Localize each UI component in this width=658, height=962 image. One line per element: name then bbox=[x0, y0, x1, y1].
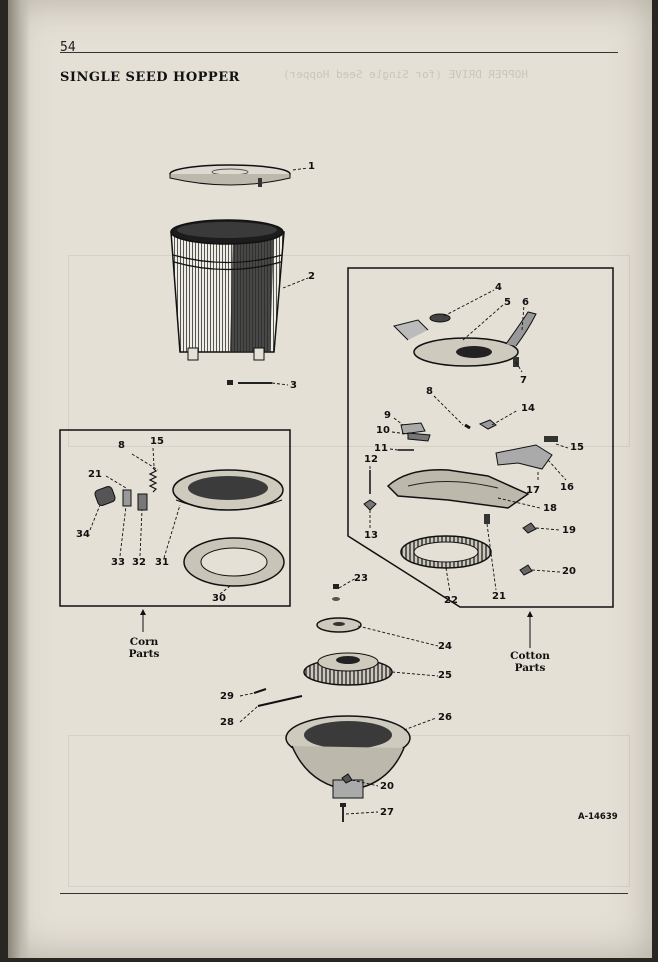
callout-27: 27 bbox=[380, 807, 394, 818]
callout-12: 12 bbox=[364, 454, 378, 465]
callout-6: 6 bbox=[522, 297, 529, 308]
page-number: 54 bbox=[60, 40, 76, 55]
callout-15-corn: 15 bbox=[150, 436, 164, 447]
callout-26: 26 bbox=[438, 712, 452, 723]
callout-11: 11 bbox=[374, 443, 388, 454]
callout-19: 19 bbox=[562, 525, 576, 536]
callout-34: 34 bbox=[76, 529, 90, 540]
callout-10: 10 bbox=[376, 425, 390, 436]
corn-parts-label: Corn Parts bbox=[114, 636, 174, 660]
callout-7: 7 bbox=[520, 375, 527, 386]
corn-label-line1: Corn bbox=[129, 636, 159, 648]
callout-21-corn: 21 bbox=[88, 469, 102, 480]
callout-2: 2 bbox=[308, 271, 315, 282]
callout-20-bottom: 20 bbox=[380, 781, 394, 792]
catalog-page: 54 SINGLE SEED HOPPER HOPPER DRIVE (for … bbox=[8, 0, 652, 958]
page-title: SINGLE SEED HOPPER bbox=[60, 70, 240, 85]
callout-32: 32 bbox=[132, 557, 146, 568]
part-23-screw bbox=[332, 584, 340, 601]
figure-id: A-14639 bbox=[578, 812, 618, 822]
callout-18: 18 bbox=[543, 503, 557, 514]
callout-25: 25 bbox=[438, 670, 452, 681]
part-25-drive-gear bbox=[303, 652, 393, 686]
bottom-rule bbox=[60, 893, 628, 894]
part-1-hopper-lid bbox=[169, 164, 291, 187]
bleed-through-table bbox=[68, 255, 630, 447]
callout-16: 16 bbox=[560, 482, 574, 493]
cotton-parts-label: Cotton Parts bbox=[500, 650, 560, 674]
corn-label-line2: Parts bbox=[128, 648, 160, 660]
callout-8-corn: 8 bbox=[118, 440, 125, 451]
callout-1: 1 bbox=[308, 161, 315, 172]
callout-13: 13 bbox=[364, 530, 378, 541]
callout-5: 5 bbox=[504, 297, 511, 308]
leader-lines bbox=[89, 167, 569, 815]
part-26-hopper-bottom bbox=[285, 715, 411, 799]
cotton-label-line2: Parts bbox=[514, 662, 546, 674]
callout-31: 31 bbox=[155, 557, 169, 568]
cotton-parts-box bbox=[347, 267, 614, 608]
callout-8-cotton: 8 bbox=[426, 386, 433, 397]
callout-23: 23 bbox=[354, 573, 368, 584]
callout-15-cotton: 15 bbox=[570, 442, 584, 453]
binding-shadow bbox=[8, 0, 30, 958]
callout-3: 3 bbox=[290, 380, 297, 391]
callout-29: 29 bbox=[220, 691, 234, 702]
callout-14: 14 bbox=[521, 403, 535, 414]
callout-28: 28 bbox=[220, 717, 234, 728]
top-rule bbox=[60, 52, 618, 53]
corn-parts-box bbox=[59, 429, 291, 607]
callout-4: 4 bbox=[495, 282, 502, 293]
callout-9: 9 bbox=[384, 410, 391, 421]
callout-20-cotton: 20 bbox=[562, 566, 576, 577]
callout-17: 17 bbox=[526, 485, 540, 496]
callout-21-cotton: 21 bbox=[492, 591, 506, 602]
callout-24: 24 bbox=[438, 641, 452, 652]
callout-33: 33 bbox=[111, 557, 125, 568]
cotton-label-line1: Cotton bbox=[510, 650, 550, 662]
callout-22: 22 bbox=[444, 595, 458, 606]
exploded-parts-drawing bbox=[59, 164, 614, 822]
callout-30: 30 bbox=[212, 593, 226, 604]
part-28-29-pins bbox=[253, 688, 303, 707]
part-3-bolt bbox=[227, 380, 272, 385]
part-2-hopper-body bbox=[170, 219, 285, 361]
part-24-cap bbox=[316, 617, 362, 633]
